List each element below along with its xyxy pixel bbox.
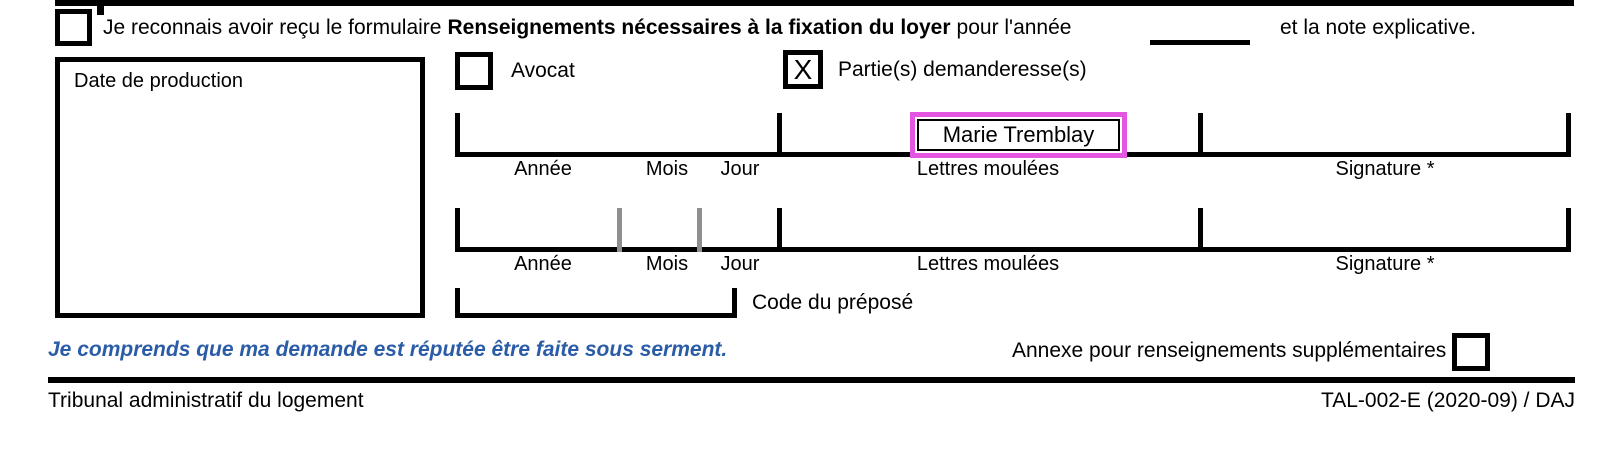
- year-blank-field[interactable]: [1150, 40, 1250, 45]
- partie-label: Partie(s) demanderesse(s): [838, 58, 1087, 81]
- footer-divider: [48, 377, 1575, 383]
- row2-lettres-moulees-label: Lettres moulées: [916, 253, 1060, 275]
- code-prepose-field[interactable]: [460, 288, 730, 316]
- acknowledgement-form-name: Renseignements nécessaires à la fixation…: [447, 16, 951, 39]
- acknowledgement-checkbox[interactable]: [55, 9, 92, 46]
- partie-checkbox[interactable]: X: [783, 50, 823, 89]
- acknowledgement-text-middle: pour l'année: [956, 16, 1072, 39]
- lettres-moulees-highlight[interactable]: Marie Tremblay: [910, 112, 1127, 158]
- avocat-label: Avocat: [511, 59, 575, 82]
- row1-tick-end: [1566, 113, 1571, 157]
- row1-lettres-moulees-field[interactable]: Marie Tremblay: [917, 119, 1120, 151]
- row1-tick-lettres-end: [1198, 113, 1203, 157]
- code-prepose-baseline: [455, 313, 737, 318]
- top-divider-stub: [97, 0, 104, 15]
- partie-x-mark: X: [793, 53, 813, 85]
- row1-annee-label: Année: [514, 158, 572, 180]
- annexe-checkbox[interactable]: [1452, 333, 1490, 371]
- sworn-statement-text: Je comprends que ma demande est réputée …: [48, 338, 728, 361]
- row2-tick-end: [1566, 208, 1571, 252]
- row1-tick-date-end: [777, 113, 782, 157]
- note-explicative-text: et la note explicative.: [1280, 16, 1477, 39]
- annexe-label: Annexe pour renseignements supplémentair…: [1012, 339, 1447, 362]
- row2-lettres-moulees-field[interactable]: [785, 208, 1190, 246]
- code-prepose-tick-right: [732, 288, 737, 318]
- acknowledgement-text: Je reconnais avoir reçu le formulaire Re…: [103, 16, 1071, 40]
- row2-tick-annee-mois: [617, 208, 622, 252]
- avocat-checkbox[interactable]: [455, 52, 493, 90]
- row2-tick-mois-jour: [697, 208, 702, 252]
- top-section-divider: [55, 0, 1574, 6]
- row2-tick-start: [455, 208, 460, 252]
- row1-tick-start: [455, 113, 460, 157]
- signature-row2-baseline: [455, 247, 1571, 252]
- row1-mois-label: Mois: [645, 158, 689, 180]
- row2-jour-label: Jour: [720, 253, 760, 275]
- code-prepose-label: Code du préposé: [752, 291, 914, 314]
- footer-form-number: TAL-002-E (2020-09) / DAJ: [1320, 389, 1575, 412]
- row1-jour-label: Jour: [720, 158, 760, 180]
- row1-signature-label: Signature *: [1335, 158, 1435, 180]
- row2-date-field[interactable]: [460, 208, 770, 246]
- row2-signature-label: Signature *: [1335, 253, 1435, 275]
- row1-signature-field[interactable]: [1205, 113, 1560, 151]
- row1-lettres-moulees-label: Lettres moulées: [916, 158, 1060, 180]
- row2-tick-lettres-end: [1198, 208, 1203, 252]
- date-production-box[interactable]: Date de production: [55, 57, 425, 318]
- code-prepose-tick-left: [455, 288, 460, 318]
- row2-signature-field[interactable]: [1205, 208, 1560, 246]
- date-production-label: Date de production: [74, 70, 244, 92]
- row2-tick-date-end: [777, 208, 782, 252]
- footer-org-name: Tribunal administratif du logement: [48, 389, 364, 412]
- row2-annee-label: Année: [514, 253, 572, 275]
- row1-date-field[interactable]: [460, 113, 770, 151]
- row2-mois-label: Mois: [645, 253, 689, 275]
- acknowledgement-text-before: Je reconnais avoir reçu le formulaire: [103, 16, 442, 39]
